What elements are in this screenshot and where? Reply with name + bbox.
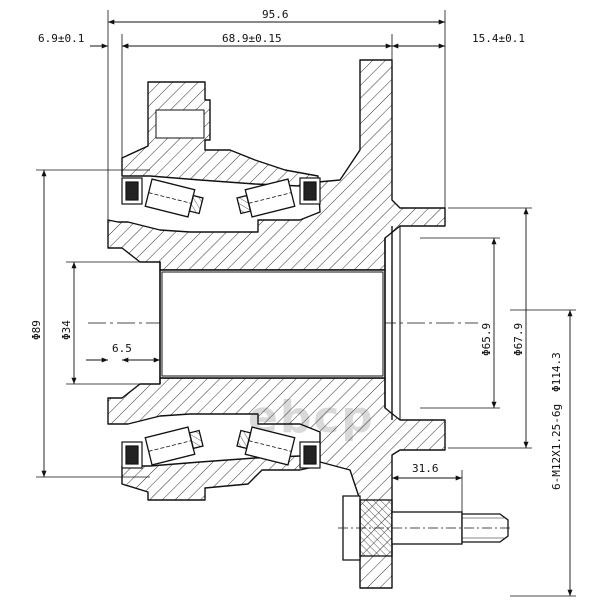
wheel-stud [338,495,512,561]
extension-lines [36,10,576,597]
dim-stud-length: 31.6 [412,462,439,475]
dim-bore-step: 6.5 [112,342,132,355]
dim-outer-diameter: Φ89 [30,320,43,340]
dim-bolt-circle: Φ114.3 [550,352,563,392]
dim-stud-spec: 6-M12X1.25-6g [550,404,563,490]
dim-overall-width: 95.6 [262,8,289,21]
dim-pilot-diameter: Φ65.9 [480,323,493,356]
tapered-rollers [144,178,296,466]
outer-ring-upper [121,81,319,187]
dim-flange-thickness: 15.4±0.1 [472,32,525,45]
dimension-labels: 95.6 6.9±0.1 68.9±0.15 15.4±0.1 6.5 31.6… [30,8,563,490]
seals [121,177,321,469]
dim-bearing-span: 68.9±0.15 [222,32,282,45]
dim-recess-diameter: Φ67.9 [512,323,525,356]
upper-lug-bolt-hole [155,109,205,139]
hub-bore [159,269,386,379]
dim-bore-diameter: Φ34 [60,320,73,340]
dim-left-offset: 6.9±0.1 [38,32,84,45]
dimension-lines [41,19,573,596]
